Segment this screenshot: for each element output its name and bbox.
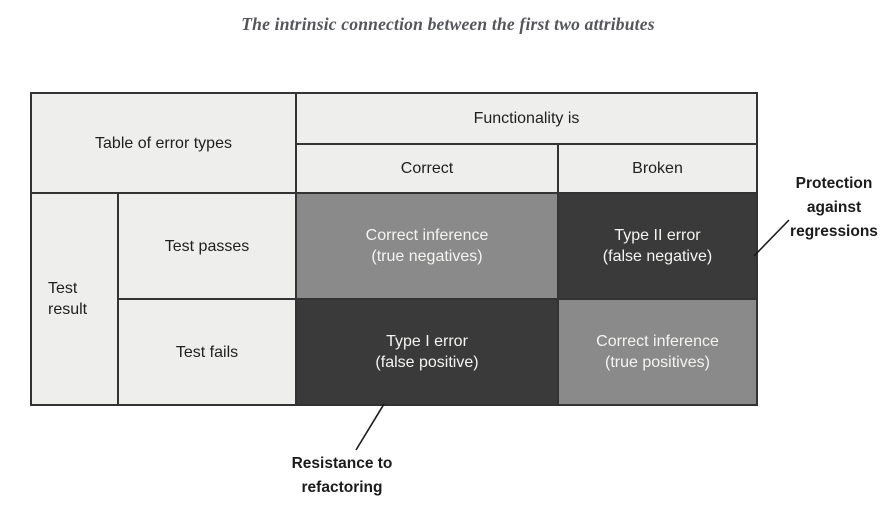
cell-type-1-error: Type I error (false positive) (297, 300, 557, 404)
cell-true-negatives-line1: Correct inference (365, 227, 489, 244)
annotation-regressions-line1: Protection (795, 175, 873, 192)
column-header-correct: Correct (297, 145, 557, 192)
corner-cell-table-of-error-types: Table of error types (32, 94, 295, 192)
annotation-regressions-line3: regressions (790, 223, 878, 240)
row-header-test-passes: Test passes (119, 194, 295, 298)
cell-true-positives-line1: Correct inference (596, 333, 719, 350)
cell-type-1-error-line2: (false positive) (375, 354, 479, 371)
cell-type-2-error: Type II error (false negative) (559, 194, 756, 298)
cell-true-negatives: Correct inference (true negatives) (297, 194, 557, 298)
leader-line-refactoring (355, 403, 385, 451)
cell-true-positives: Correct inference (true positives) (559, 300, 756, 404)
annotation-resistance-to-refactoring: Resistance to refactoring (280, 452, 404, 500)
error-types-table: Table of error types Functionality is Co… (30, 92, 758, 406)
annotation-refactoring-line2: refactoring (301, 479, 383, 496)
cell-type-1-error-line1: Type I error (386, 333, 468, 350)
column-group-header-functionality-is: Functionality is (297, 94, 756, 143)
figure-title: The intrinsic connection between the fir… (241, 14, 655, 34)
annotation-refactoring-line1: Resistance to (291, 455, 393, 472)
annotation-protection-against-regressions: Protection against regressions (772, 172, 896, 244)
annotation-regressions-line2: against (806, 199, 862, 216)
row-header-test-fails: Test fails (119, 300, 295, 404)
cell-type-2-error-line1: Type II error (614, 227, 701, 244)
cell-true-negatives-line2: (true negatives) (371, 248, 483, 265)
cell-type-2-error-line2: (false negative) (602, 248, 713, 265)
row-group-header-test-result: Test result (32, 194, 117, 404)
cell-true-positives-line2: (true positives) (605, 354, 710, 371)
column-header-broken: Broken (559, 145, 756, 192)
